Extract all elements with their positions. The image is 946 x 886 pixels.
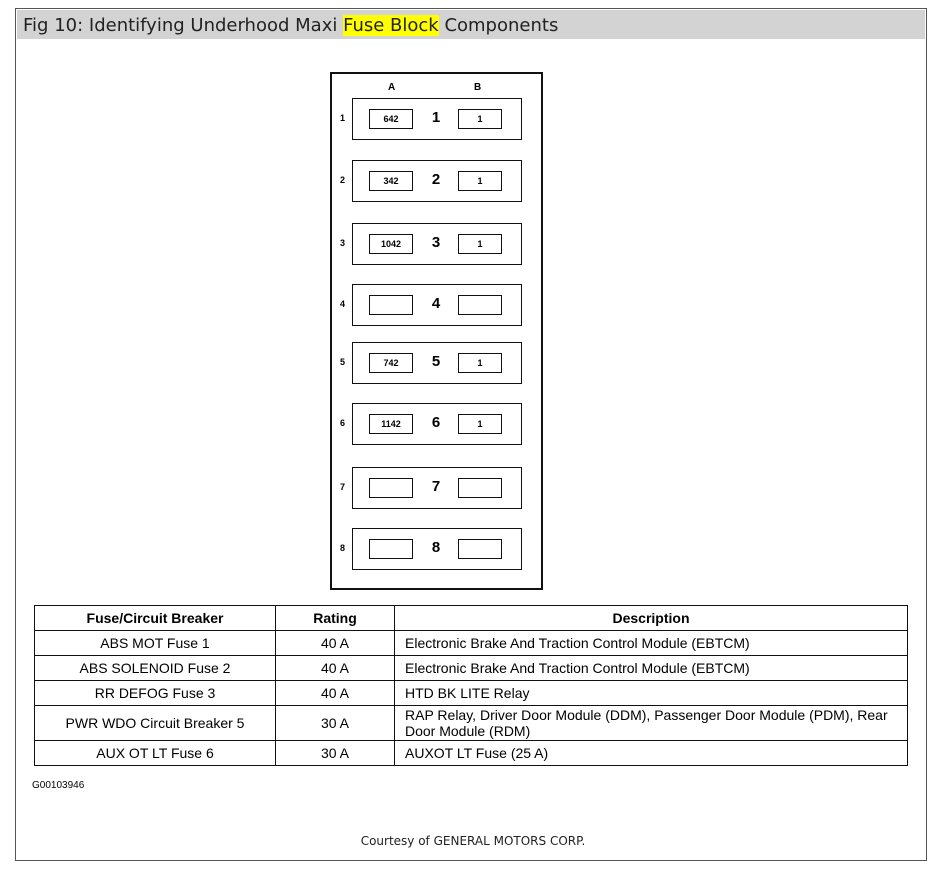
title-text: Fig 10: Identifying Underhood Maxi [23,15,344,36]
position-number: 3 [431,234,441,251]
row-label: 7 [340,482,346,492]
fuse-cell: RR DEFOG Fuse 3 [34,680,276,706]
fuse-slot-b: 1 [458,234,502,254]
rating-cell: 30 A [275,740,395,766]
figure-title: Fig 10: Identifying Underhood Maxi Fuse … [17,10,925,39]
fuse-slot-a [369,295,413,315]
fuse-slot-b [458,539,502,559]
fuse-slot-a [369,478,413,498]
fuse-slot-a: 1042 [369,234,413,254]
table-header: Fuse/Circuit Breaker Rating Description [34,605,908,631]
row-label: 5 [340,357,346,367]
fuse-cell: AUX OT LT Fuse 6 [34,740,276,766]
credit-text: Courtesy of GENERAL MOTORS CORP. [360,834,586,848]
fuse-cell: PWR WDO Circuit Breaker 5 [34,705,276,741]
header-rating: Rating [275,605,395,631]
row-label: 4 [340,299,346,309]
position-number: 5 [431,353,441,370]
column-b-label: B [474,82,482,93]
fuse-slot-b: 1 [458,353,502,373]
title-highlight: Fuse Block [343,15,439,36]
description-cell: HTD BK LITE Relay [394,680,908,706]
rating-cell: 40 A [275,680,395,706]
description-cell: Electronic Brake And Traction Control Mo… [394,630,908,656]
position-number: 6 [431,414,441,431]
fuse-cell: ABS SOLENOID Fuse 2 [34,655,276,681]
header-fuse: Fuse/Circuit Breaker [34,605,276,631]
fuse-slot-a: 642 [369,109,413,129]
position-number: 7 [431,478,441,495]
column-a-label: A [388,82,396,93]
fuse-slot-b: 1 [458,109,502,129]
description-cell: Electronic Brake And Traction Control Mo… [394,655,908,681]
figure-code: G00103946 [32,780,85,791]
row-label: 8 [340,543,346,553]
fuse-row: 4 [352,284,522,326]
fuse-table: Fuse/Circuit Breaker Rating Description … [34,605,908,766]
position-number: 4 [431,295,441,312]
fuse-row: 8 [352,528,522,570]
fuse-slot-b: 1 [458,414,502,434]
row-label: 1 [340,113,346,123]
rating-cell: 40 A [275,630,395,656]
row-label: 6 [340,418,346,428]
rating-cell: 30 A [275,705,395,741]
fuse-row: 7 [352,467,522,509]
fuse-slot-b [458,295,502,315]
fuse-slot-a: 342 [369,171,413,191]
fuse-cell: ABS MOT Fuse 1 [34,630,276,656]
fuse-slot-a: 742 [369,353,413,373]
fuse-slot-a [369,539,413,559]
row-label: 3 [340,238,346,248]
header-description: Description [394,605,908,631]
position-number: 2 [431,171,441,188]
position-number: 8 [431,539,441,556]
fuse-slot-b: 1 [458,171,502,191]
description-cell: RAP Relay, Driver Door Module (DDM), Pas… [394,705,908,741]
title-text-end: Components [438,15,559,36]
fuse-slot-a: 1142 [369,414,413,434]
rating-cell: 40 A [275,655,395,681]
row-label: 2 [340,175,346,185]
position-number: 1 [431,109,441,126]
fuse-slot-b [458,478,502,498]
description-cell: AUXOT LT Fuse (25 A) [394,740,908,766]
